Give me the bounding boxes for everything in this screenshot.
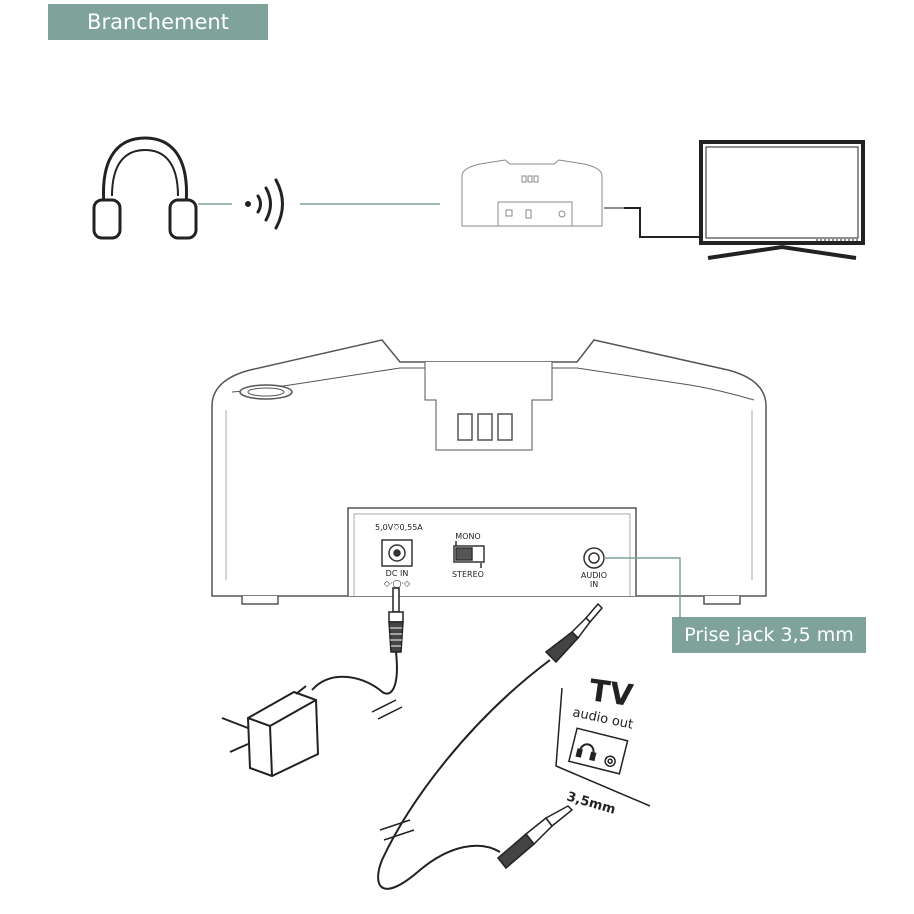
mono-stereo-switch (453, 541, 485, 568)
callout-leader (604, 557, 681, 620)
dock-large (211, 339, 767, 605)
headphone-port-icon (567, 727, 629, 775)
jack-size-label: 3,5mm (565, 789, 617, 817)
power-rating-label: 5,0V⎏0,55A (375, 523, 423, 532)
tv-icon (699, 140, 865, 260)
headphones-icon (92, 136, 198, 240)
jack-plug-icon (544, 602, 604, 664)
audio-jack-callout: Prise jack 3,5 mm (672, 617, 866, 653)
dc-in-port (381, 539, 413, 567)
audio-in-label-1: AUDIO (581, 571, 607, 580)
audio-cable (377, 659, 551, 890)
dc-cable (311, 651, 398, 695)
jack-plug-icon (388, 587, 404, 653)
tv-audio-panel (555, 687, 651, 807)
power-adapter-icon (221, 685, 320, 778)
section-title: Branchement (48, 4, 268, 40)
audio-in-label-2: IN (590, 580, 598, 589)
dock-icon (461, 159, 603, 227)
dock-tv-cable (604, 207, 708, 238)
polarity-symbol: ◇·◯·◇ (384, 579, 411, 588)
mono-label: MONO (455, 532, 480, 541)
tv-title: TV (587, 673, 636, 714)
wireless-signal-icon (245, 178, 284, 230)
stereo-label: STEREO (452, 570, 484, 579)
jack-plug-icon (496, 805, 574, 870)
dc-in-label: DC IN (386, 569, 409, 578)
audio-in-port (583, 547, 605, 569)
